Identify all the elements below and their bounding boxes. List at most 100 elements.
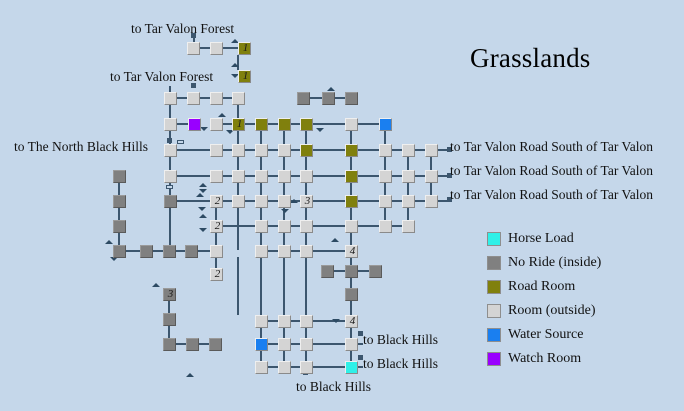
map-room[interactable]: 3 [300,195,313,208]
map-room[interactable] [210,92,223,105]
map-room[interactable] [345,288,358,301]
map-room[interactable] [164,195,177,208]
map-room[interactable] [210,144,223,157]
connector-line [350,183,352,195]
map-room[interactable] [425,144,438,157]
map-room[interactable] [379,220,392,233]
direction-arrow-up [218,113,226,117]
map-room[interactable] [425,170,438,183]
map-room[interactable] [188,118,201,131]
map-room[interactable] [300,170,313,183]
map-room[interactable] [300,220,313,233]
map-room[interactable] [425,195,438,208]
map-room[interactable] [402,144,415,157]
map-room[interactable] [255,170,268,183]
map-room[interactable] [163,245,176,258]
map-room[interactable] [163,313,176,326]
map-room[interactable] [164,170,177,183]
map-room[interactable] [210,245,223,258]
map-room[interactable] [255,144,268,157]
map-room[interactable] [345,144,358,157]
map-room[interactable] [278,338,291,351]
direction-arrow-dn [199,228,207,232]
map-room[interactable] [187,42,200,55]
map-room[interactable] [300,118,313,131]
map-room[interactable] [345,195,358,208]
map-room[interactable]: 3 [163,288,176,301]
map-room[interactable] [278,118,291,131]
map-room[interactable] [255,338,268,351]
map-room[interactable] [164,118,177,131]
map-room[interactable] [379,170,392,183]
map-room[interactable] [345,338,358,351]
map-room[interactable] [278,144,291,157]
map-room[interactable]: 4 [345,245,358,258]
map-room[interactable]: 2 [210,220,223,233]
map-room[interactable] [232,170,245,183]
map-room[interactable] [232,195,245,208]
connector-line [350,278,352,288]
map-room[interactable] [210,42,223,55]
legend-label-horse_load: Horse Load [508,231,574,246]
map-room[interactable] [379,195,392,208]
map-room[interactable] [369,265,382,278]
map-room[interactable] [379,118,392,131]
map-room[interactable] [113,195,126,208]
map-room[interactable] [210,118,223,131]
map-room[interactable] [300,361,313,374]
map-room[interactable] [140,245,153,258]
map-room[interactable] [187,92,200,105]
map-room[interactable]: 2 [210,195,223,208]
map-room[interactable] [255,361,268,374]
map-room[interactable] [322,92,335,105]
connector-line [169,208,171,245]
map-room[interactable] [278,170,291,183]
map-room[interactable] [163,338,176,351]
map-room[interactable] [232,92,245,105]
map-room[interactable] [345,170,358,183]
map-room[interactable] [345,265,358,278]
map-room[interactable] [113,220,126,233]
map-room[interactable] [255,195,268,208]
map-room[interactable] [113,170,126,183]
map-room[interactable] [379,144,392,157]
map-room[interactable] [278,195,291,208]
map-room[interactable] [255,220,268,233]
connector-line [215,233,217,245]
map-room[interactable]: 1 [238,70,251,83]
map-room[interactable] [209,338,222,351]
map-room[interactable] [345,92,358,105]
map-room[interactable] [345,361,358,374]
map-room[interactable] [113,245,126,258]
map-room[interactable] [300,338,313,351]
map-room[interactable] [402,170,415,183]
map-room[interactable] [185,245,198,258]
map-room[interactable] [297,92,310,105]
map-room[interactable] [255,118,268,131]
map-room[interactable]: 4 [345,315,358,328]
map-room[interactable] [210,170,223,183]
map-room[interactable] [300,144,313,157]
map-room[interactable] [278,315,291,328]
map-room[interactable] [278,361,291,374]
map-room[interactable]: 1 [238,42,251,55]
map-room[interactable] [278,220,291,233]
map-room[interactable] [402,220,415,233]
connector-line [351,175,379,177]
map-room[interactable] [164,144,177,157]
map-room[interactable]: 1 [232,118,245,131]
map-room[interactable] [255,245,268,258]
map-room[interactable] [255,315,268,328]
map-room[interactable] [402,195,415,208]
map-room[interactable] [186,338,199,351]
map-room[interactable] [164,92,177,105]
legend-label-watch_room: Watch Room [508,351,582,366]
map-room[interactable] [345,220,358,233]
map-room[interactable]: 2 [210,268,223,281]
map-room[interactable] [300,245,313,258]
map-room[interactable] [345,118,358,131]
map-room[interactable] [321,265,334,278]
map-room[interactable] [232,144,245,157]
map-room[interactable] [300,315,313,328]
map-room[interactable] [278,245,291,258]
